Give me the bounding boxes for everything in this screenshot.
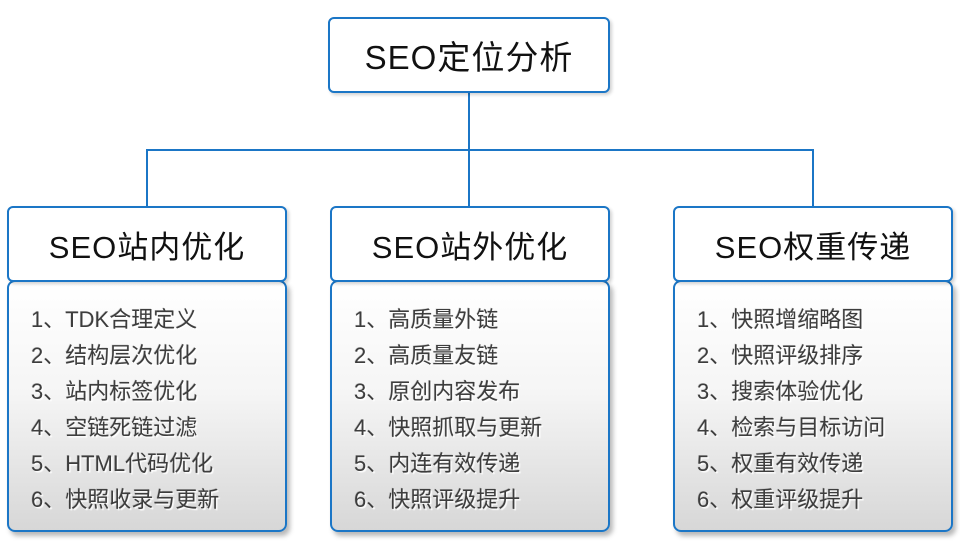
list-item: 3、搜索体验优化 (697, 379, 864, 404)
branch-header-onsite: SEO站内优化 (7, 206, 287, 282)
list-item: 2、高质量友链 (354, 343, 499, 368)
branch-onsite-optimization: SEO站内优化 1、TDK合理定义 2、结构层次优化 3、站内标签优化 4、空链… (7, 206, 287, 532)
list-item: 5、权重有效传递 (697, 451, 864, 476)
branch-header-offsite: SEO站外优化 (330, 206, 610, 282)
list-item: 6、快照评级提升 (354, 487, 521, 512)
branch-weight-transfer: SEO权重传递 1、快照增缩略图 2、快照评级排序 3、搜索体验优化 4、检索与… (673, 206, 953, 532)
list-item: 5、内连有效传递 (354, 451, 521, 476)
root-node: SEO定位分析 (328, 17, 610, 93)
branch-list-offsite: 1、高质量外链 2、高质量友链 3、原创内容发布 4、快照抓取与更新 5、内连有… (330, 280, 610, 532)
branch-title: SEO站外优化 (371, 229, 569, 265)
list-item: 1、高质量外链 (354, 307, 499, 332)
branch-title: SEO权重传递 (714, 229, 912, 265)
branch-list-onsite: 1、TDK合理定义 2、结构层次优化 3、站内标签优化 4、空链死链过滤 5、H… (7, 280, 287, 532)
list-item: 1、快照增缩略图 (697, 307, 864, 332)
list-item: 4、检索与目标访问 (697, 415, 886, 440)
list-item: 4、快照抓取与更新 (354, 415, 543, 440)
branch-header-weight: SEO权重传递 (673, 206, 953, 282)
list-item: 6、权重评级提升 (697, 487, 864, 512)
list-item: 2、快照评级排序 (697, 343, 864, 368)
branch-title: SEO站内优化 (48, 229, 246, 265)
list-item: 2、结构层次优化 (31, 343, 198, 368)
list-item: 5、HTML代码优化 (31, 451, 214, 476)
list-item: 4、空链死链过滤 (31, 415, 198, 440)
list-item: 3、原创内容发布 (354, 379, 521, 404)
branch-list-weight: 1、快照增缩略图 2、快照评级排序 3、搜索体验优化 4、检索与目标访问 5、权… (673, 280, 953, 532)
connector-left-vertical (146, 150, 148, 207)
root-node-label: SEO定位分析 (364, 39, 574, 76)
branch-offsite-optimization: SEO站外优化 1、高质量外链 2、高质量友链 3、原创内容发布 4、快照抓取与… (330, 206, 610, 532)
list-item: 1、TDK合理定义 (31, 307, 198, 332)
connector-horizontal (146, 149, 814, 151)
list-item: 3、站内标签优化 (31, 379, 198, 404)
list-item: 6、快照收录与更新 (31, 487, 220, 512)
connector-right-vertical (812, 150, 814, 207)
